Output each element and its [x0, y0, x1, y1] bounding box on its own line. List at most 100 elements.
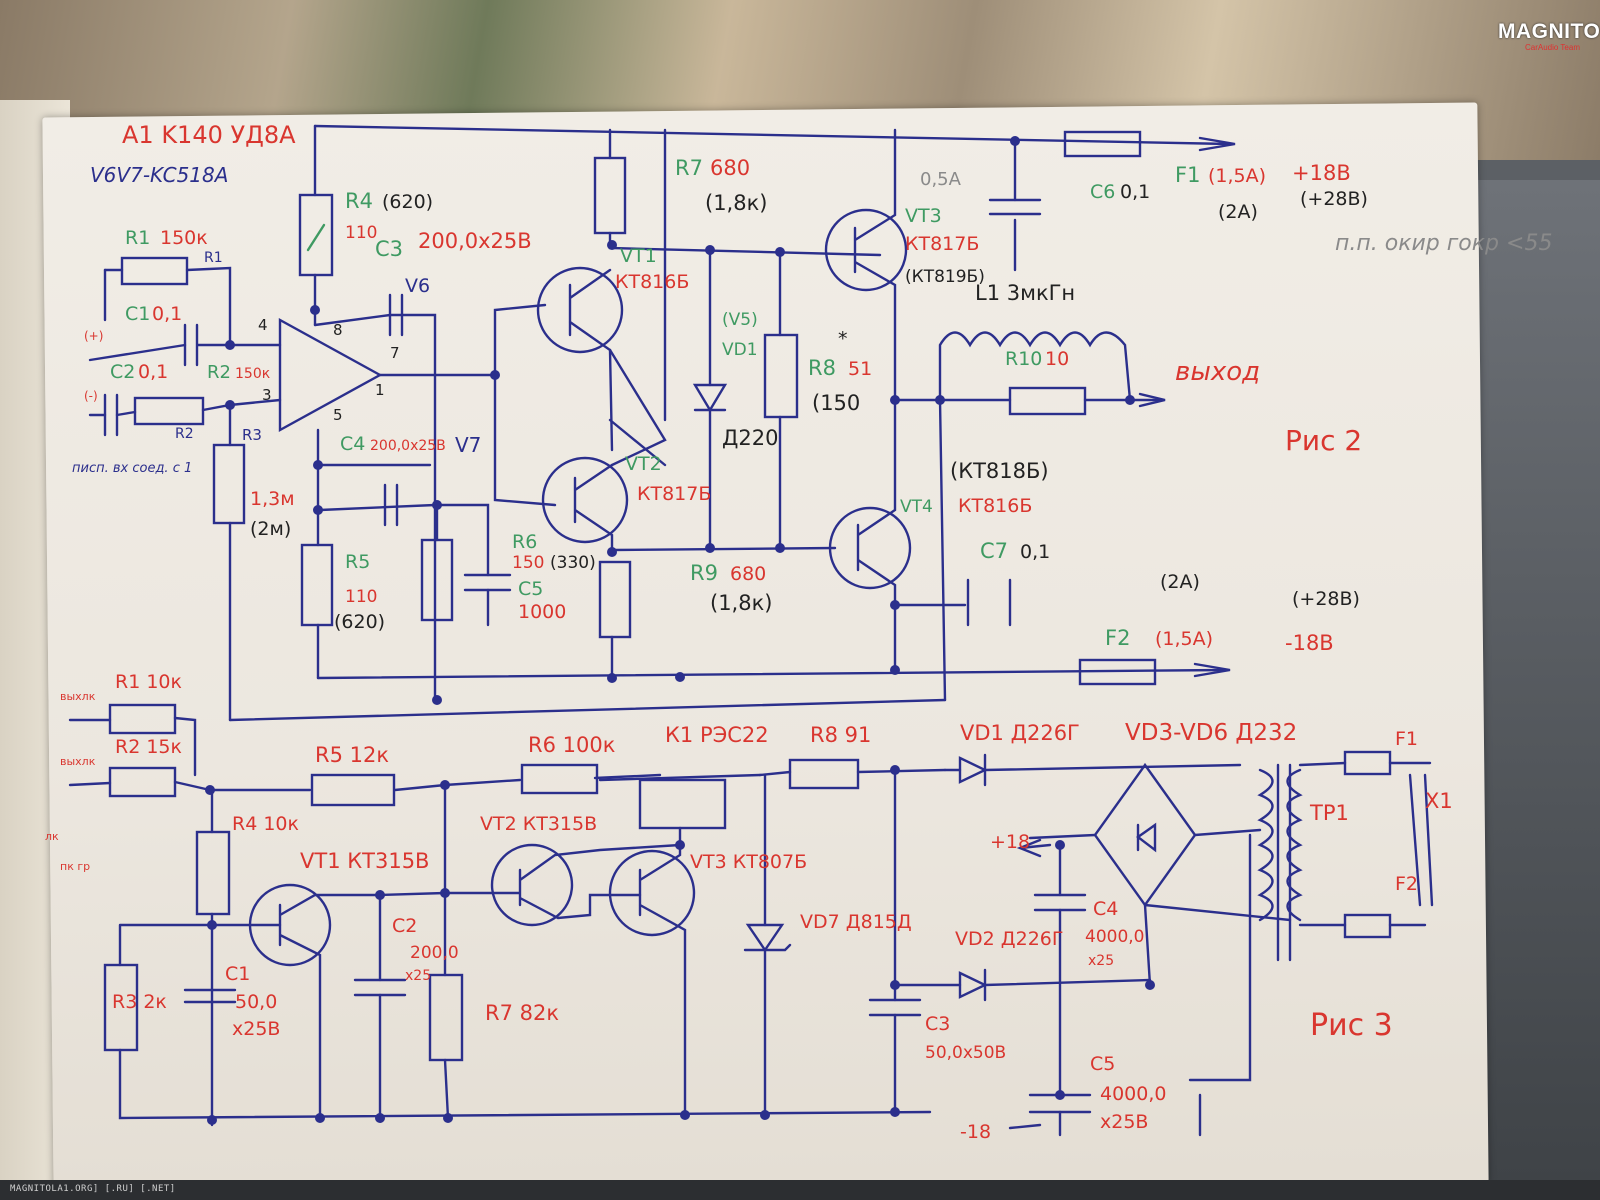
fig3-tr1-secondary [1286, 768, 1303, 922]
fig3-f1-label: F1 [1395, 728, 1418, 750]
r4-alt: (620) [382, 191, 433, 213]
fig3-vd7-label: VD7 Д815Д [800, 911, 912, 933]
fig3-r4-label: R4 10к [232, 813, 299, 835]
vt1-type: КТ816Б [615, 271, 689, 293]
f1-voltage: +18В [1292, 161, 1351, 185]
fig3-input-1: выхлк [60, 690, 96, 703]
fig2-r2-body [133, 396, 205, 426]
zener-note: V6V7-KC518A [90, 163, 228, 187]
fig2-bottom-arrow [1193, 662, 1231, 678]
fig3-r5-body [310, 773, 396, 807]
r1-alt: R1 [204, 250, 223, 266]
r10-name: R10 [1005, 348, 1042, 370]
fig2-vt3-body [824, 208, 908, 292]
c7-name: C7 [980, 539, 1008, 563]
vd1-alt: (V5) [722, 310, 758, 330]
c6-name: C6 [1090, 181, 1115, 203]
f1-voltage-alt: (+28В) [1300, 188, 1368, 210]
fig3-relay-label: К1 РЭС22 [665, 723, 769, 747]
v6-label: V6 [405, 275, 430, 297]
fig3-c4-value: 4000,0 [1085, 927, 1144, 947]
gray-note: п.п. окир гокр <55 [1335, 231, 1552, 256]
fig3-c1-value: 50,0 [235, 991, 277, 1013]
fig2-wires [88, 124, 1236, 722]
fig2-f2-body [1078, 658, 1157, 686]
r3-name: R3 [242, 426, 262, 444]
vt2-name: VT2 [625, 453, 662, 475]
fig3-tr1-label: ТР1 [1309, 801, 1349, 825]
watermark-brand: MAGNITOLA [1498, 20, 1600, 43]
fig3-input-3: лк [45, 830, 59, 843]
fig3-vt2-label: VT2 КТ315В [480, 813, 597, 835]
fig2-r10-body [1008, 386, 1087, 416]
r2-name: R2 [207, 362, 231, 383]
r1-name: R1 [125, 227, 150, 249]
fig3-r1-label: R1 10к [115, 671, 182, 693]
fig3-f2-label: F2 [1395, 873, 1418, 895]
fig2-opamp [278, 317, 383, 433]
c6-value: 0,1 [1120, 181, 1150, 203]
fig3-c3-name: C3 [925, 1013, 950, 1035]
junction-dots [205, 136, 1155, 1125]
fig3-r4-body [195, 830, 231, 916]
r6-alt: (330) [550, 553, 596, 573]
r5-alt: (620) [334, 611, 385, 633]
fig3-bridge [1093, 762, 1197, 908]
c1-value: 0,1 [152, 303, 182, 325]
fig3-vt3-body [608, 849, 696, 937]
side-note: писп. вх соед. с 1 [72, 461, 192, 476]
r7-alt: (1,8к) [705, 191, 767, 215]
f2-voltage: -18В [1285, 631, 1334, 655]
fig3-c1-name: C1 [225, 963, 250, 985]
fig3-c5-volt: х25В [1100, 1111, 1148, 1133]
r5-name: R5 [345, 551, 370, 573]
fig3-vt3-label: VT3 КТ807Б [690, 851, 807, 873]
footer-watermark: MAGNITOLA1.ORG] [.RU] [.NET] [10, 1184, 176, 1194]
f1-value: (1,5А) [1208, 165, 1266, 187]
c2-value: 0,1 [138, 361, 168, 383]
pin-3: 3 [262, 386, 272, 404]
fig2-ground-rail [228, 698, 947, 722]
vt3-type: КТ817Б [905, 233, 979, 255]
fig3-vd2-label: VD2 Д226Г [955, 928, 1063, 950]
fig3-r2-label: R2 15к [115, 736, 182, 758]
fig3-c2-name: C2 [392, 915, 417, 937]
fig3-r7-body [428, 973, 464, 1062]
fig2-bottom-rail [316, 668, 1227, 680]
c2-name: C2 [110, 361, 135, 383]
vt2-type: КТ817Б [637, 483, 711, 505]
fig3-r6-label: R6 100к [528, 733, 615, 757]
fig2-r4-body [298, 193, 334, 277]
fig2-l1-coil [938, 331, 1132, 402]
fig2-r6-body [420, 538, 454, 622]
fig3-r5-label: R5 12к [315, 743, 389, 767]
watermark-tagline: CarAudio Team [1525, 43, 1580, 52]
r3-value: 1,3м [250, 488, 295, 510]
fig2-top-rail [313, 124, 1232, 146]
r6-value: 150 [512, 553, 544, 573]
r7-value: 680 [710, 156, 750, 180]
c3-value: 200,0х25В [418, 229, 532, 253]
fig3-c1-volt: х25В [232, 1018, 280, 1040]
fig3-c2-value: 200,0 [410, 943, 459, 963]
r7-name: R7 [675, 156, 703, 180]
input-note-minus: (-) [84, 389, 98, 403]
f2-alt: (2А) [1160, 571, 1200, 593]
c1-name: C1 [125, 303, 150, 325]
r3-alt: (2м) [250, 518, 291, 540]
vt3-current: 0,5А [920, 169, 962, 190]
input-note-plus: (+) [84, 329, 103, 343]
fig3-input-2: выхлк [60, 755, 96, 768]
vt4-alt: (КТ818Б) [950, 459, 1049, 483]
r4-name: R4 [345, 189, 373, 213]
pin-1: 1 [375, 381, 385, 399]
vt4-type: КТ816Б [958, 495, 1032, 517]
fig3-vd1-label: VD1 Д226Г [960, 721, 1080, 745]
fig3-r1-body [108, 703, 177, 735]
fig3-c4-name: C4 [1093, 898, 1118, 920]
fig3-x1-label: X1 [1425, 789, 1453, 813]
fig2-vt2-body [541, 456, 629, 544]
f2-name: F2 [1105, 626, 1130, 650]
fig3-c3-value: 50,0х50В [925, 1043, 1006, 1063]
